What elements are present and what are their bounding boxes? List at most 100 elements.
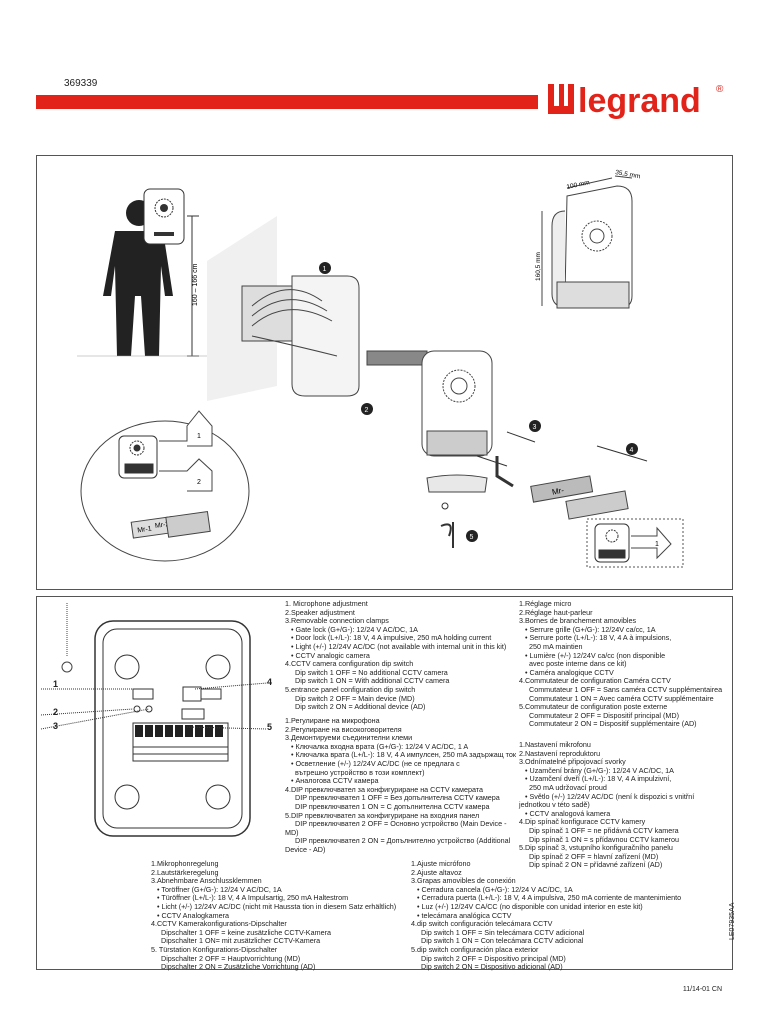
- text-line: Dip spínač 2 OFF = hlavní zařízení (MD): [529, 851, 659, 861]
- text-line: Dip switch 2 ON = Additional device (AD): [295, 702, 426, 712]
- text-line: 5.Dip spínač 3, vstupního konfiguračního…: [519, 843, 673, 853]
- text-line: DIP превключвател 1 OFF = Без допълнител…: [295, 793, 500, 803]
- box-number-2: 2: [197, 479, 201, 486]
- text-line: • Lumière (+/-) 12/24V ca/cc (non dispon…: [525, 650, 666, 660]
- entrance-panel-small-icon: [143, 188, 185, 245]
- step-4-label: 4: [630, 447, 634, 454]
- header-red-bar: [36, 95, 538, 109]
- text-line: • Licht (+/-) 12/24V AC/DC (nicht mit Ha…: [157, 901, 397, 911]
- text-line: • Аналогова CCTV камера: [291, 776, 379, 786]
- brand-name: legrand: [578, 82, 701, 120]
- text-line: 250 mA maintien: [529, 641, 583, 651]
- text-line: Device - AD): [285, 844, 326, 854]
- text-line: Commutateur 1 OFF = Sans caméra CCTV sup…: [529, 684, 723, 694]
- text-line: DIP превключвател 2 ON = Допълнително ус…: [295, 836, 511, 846]
- text-line: • Door lock (L+/L-): 18 V, 4 A impulsive…: [291, 633, 492, 643]
- registered-mark: ®: [716, 84, 724, 95]
- text-line: 4.Commutateur de configuration Caméra CC…: [519, 676, 671, 686]
- text-line: 5.dip switch configuración placa exterio…: [411, 944, 539, 954]
- text-line: Dip switch 2 OFF = Dispositivo principal…: [421, 953, 566, 963]
- installation-diagram: 160 – 166 cm 1 2: [77, 169, 684, 568]
- text-line: DIP превключвател 1 ON = С допълнителна …: [295, 801, 490, 811]
- dip-switch-icon: [182, 686, 202, 702]
- text-line: 3.Abnehmbare Anschlussklemmen: [151, 876, 262, 886]
- document-number: 369339: [64, 78, 98, 89]
- text-line: • Cerradura cancela (G+/G-): 12/24 V AC/…: [417, 884, 573, 894]
- step-5-marker: [466, 530, 478, 542]
- text-line: • Ключалка входна врата (G+/G-): 12/24 V…: [291, 741, 469, 751]
- text-line: 2.Регулиране на високоговорителя: [285, 724, 402, 734]
- text-line: avec poste interne dans ce kit): [529, 659, 627, 669]
- text-line: Dip switch 2 OFF = Main device (MD): [295, 693, 415, 703]
- text-line: 3.Odnímatelné připojovací svorky: [519, 757, 626, 767]
- installation-diagram-panel: 160 – 166 cm 1 2: [36, 155, 733, 590]
- text-line: Dipschalter 1 OFF = keine zusätzliche CC…: [161, 927, 331, 937]
- text-line: 4.Dip spínač konfigurace CCTV kamery: [519, 817, 646, 827]
- height-dimension: 160,5 mm: [535, 252, 542, 281]
- callout-3: 3: [53, 721, 59, 731]
- step-5-label: 5: [470, 534, 474, 541]
- text-line: • telecámara analógica CCTV: [417, 910, 512, 920]
- text-line: • Toröffner (G+/G-): 12/24 V AC/DC, 1A: [157, 884, 282, 894]
- step-1-label: 1: [323, 266, 327, 273]
- text-line: • Light (+/-) 12/24V AC/DC (not availabl…: [291, 641, 507, 651]
- name-label-mr1: Mr-1: [137, 525, 152, 534]
- text-line: • Türöffner (L+/L-): 18 V, 4 A Impulsart…: [157, 893, 349, 903]
- text-line: Dipschalter 1 ON= mit zusätzlicher CCTV-…: [161, 936, 321, 946]
- text-line: • CCTV analogic camera: [291, 650, 370, 660]
- callout-5: 5: [267, 722, 273, 732]
- text-line: 4.DIP превключвател за конфигуриране на …: [285, 784, 484, 794]
- text-line: • Cerradura puerta (L+/L-): 18 V, 4 A im…: [417, 893, 682, 903]
- name-label-right-text: Mr-: [551, 486, 565, 497]
- text-line: 1.Nastavení mikrofonu: [519, 740, 591, 749]
- text-line: 1. Microphone adjustment: [285, 599, 368, 608]
- entrance-panel-detail2-icon: [594, 523, 630, 563]
- screwdriver-icon: [476, 431, 648, 488]
- callout-2: 2: [53, 707, 59, 717]
- text-line: Dip spínač 1 OFF = ne přidávná CCTV kame…: [529, 825, 679, 835]
- text-line: Dip switch 1 OFF = No additional CCTV ca…: [295, 667, 448, 677]
- width-dimension: 100 mm: [566, 179, 590, 191]
- device-back-diagram: [40, 603, 268, 837]
- text-line: 3.Демонтируеми съединителни клеми: [285, 733, 413, 743]
- text-line: вътрешно устройство в този комплект): [295, 767, 425, 777]
- text-line: • Осветление (+/-) 12/24V AC/DC (не се п…: [291, 758, 460, 768]
- text-line: 1.Réglage micro: [519, 599, 572, 608]
- text-line: • Uzamčení brány (G+/G-): 12/24 V AC/DC,…: [525, 765, 674, 775]
- text-line: Dip switch 2 ON = Dispositivo adicional …: [421, 962, 563, 972]
- text-line: • Světlo (+/-) 12/24V AC/DC (není k disp…: [525, 791, 695, 801]
- text-line: • Ключалка врата (L+/L-): 18 V, 4 A импу…: [291, 750, 516, 760]
- text-line: 4.CCTV camera configuration dip switch: [285, 659, 414, 669]
- callout-1: 1: [53, 679, 59, 689]
- text-line: Commutateur 2 ON = Dispositif supplément…: [529, 719, 697, 729]
- text-line: Dipschalter 2 OFF = Hauptvorrichtung (MD…: [161, 953, 301, 963]
- text-line: 4.dip switch configuración telecámara CC…: [411, 919, 553, 929]
- antenna-icon: [61, 661, 73, 673]
- text-line: MD): [285, 827, 299, 837]
- text-line: 2.Nastavení reproduktoru: [519, 748, 601, 758]
- name-label-mr2: Mr-2: [155, 521, 170, 530]
- entrance-panel-detail-icon: [118, 435, 158, 479]
- document-code: LE07935AA: [729, 902, 736, 940]
- text-line: Commutateur 1 ON = Avec caméra CCTV supp…: [529, 693, 714, 703]
- text-line: jednotkou v této sadě): [519, 800, 590, 810]
- text-line: 1.Регулиране на микрофона: [285, 716, 380, 725]
- text-line: 5.DIP превключвател за конфигуриране на …: [285, 810, 480, 820]
- text-line: • CCTV Analogkamera: [157, 910, 230, 920]
- entrance-panel-icon: [421, 350, 493, 457]
- text-line: • Gate lock (G+/G-): 12/24 V AC/DC, 1A: [291, 624, 418, 634]
- step-1-marker: [319, 262, 331, 274]
- text-line: 2.Lautstärkeregelung: [151, 867, 219, 877]
- text-line: 3.Bornes de branchement amovibles: [519, 616, 637, 626]
- cover-plate-icon: [426, 474, 488, 493]
- text-line: 250 mA udržovací proud: [529, 782, 607, 792]
- hex-key-icon: [440, 502, 454, 548]
- height-label: 160 – 166 cm: [192, 263, 199, 306]
- text-line: 1.Ajuste micrófono: [411, 859, 471, 868]
